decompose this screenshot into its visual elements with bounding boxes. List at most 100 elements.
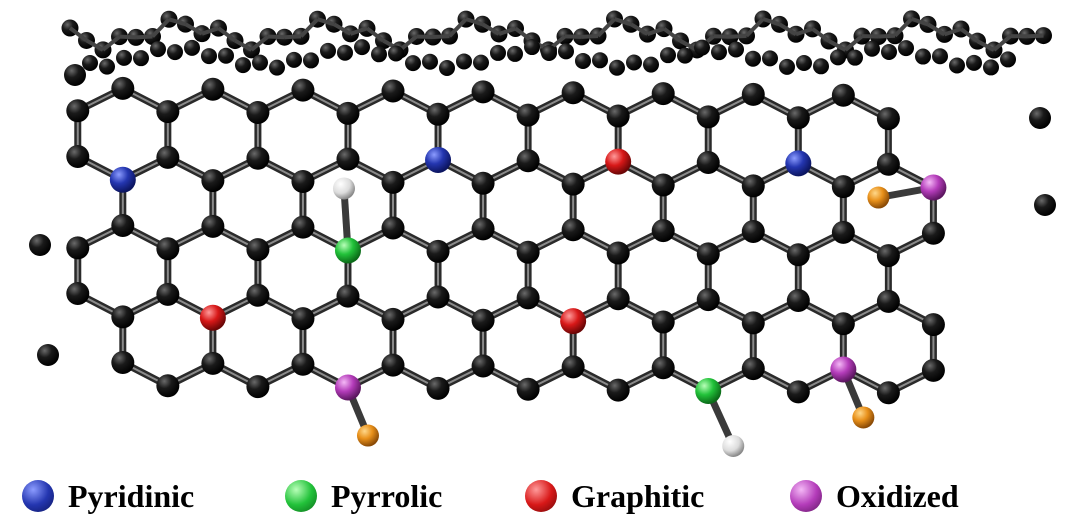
rear-carbon-atom bbox=[864, 40, 880, 57]
carbon-atom bbox=[516, 103, 540, 127]
carbon-atom bbox=[921, 358, 945, 382]
rear-carbon-atom bbox=[949, 57, 965, 74]
rear-carbon-atom bbox=[456, 53, 472, 70]
rear-bond bbox=[762, 17, 781, 27]
rear-carbon-atom bbox=[592, 52, 608, 69]
rear-bond bbox=[267, 34, 285, 40]
carbon-atom bbox=[426, 376, 450, 400]
carbon-atom bbox=[156, 100, 180, 124]
rear-carbon-atom bbox=[660, 47, 676, 64]
rear-carbon-atom bbox=[269, 59, 285, 76]
carbon-atom bbox=[741, 174, 765, 198]
carbon-atom bbox=[201, 77, 225, 101]
rear-bond bbox=[629, 22, 649, 36]
carbon-atom bbox=[111, 305, 135, 329]
rear-bond bbox=[135, 34, 153, 40]
carbon-atom bbox=[786, 380, 810, 404]
rear-carbon-atom bbox=[796, 54, 812, 71]
carbon-atom bbox=[291, 307, 315, 331]
rear-bond bbox=[217, 26, 237, 43]
rear-carbon-atom bbox=[779, 58, 795, 75]
carbon-atom bbox=[921, 221, 945, 245]
rear-bond bbox=[299, 17, 319, 38]
rear-carbon-atom bbox=[150, 41, 166, 58]
carbon-atom bbox=[516, 286, 540, 310]
hydrogen-atom bbox=[722, 435, 745, 458]
hydrogen-atom bbox=[332, 177, 355, 200]
graphitic-nitrogen-atom bbox=[560, 308, 587, 335]
rear-carbon-atom bbox=[490, 44, 506, 61]
carbon-atom bbox=[471, 217, 495, 241]
rear-carbon-atom bbox=[116, 49, 132, 66]
legend-item-pyrrolic: Pyrrolic bbox=[285, 478, 442, 514]
carbon-atom bbox=[786, 243, 810, 267]
rear-carbon-atom bbox=[388, 45, 404, 62]
graphitic-dot-icon bbox=[525, 480, 557, 512]
carbon-atom bbox=[291, 352, 315, 376]
pyrrolic-nitrogen-atom bbox=[334, 237, 361, 264]
rear-carbon-atom bbox=[286, 51, 302, 68]
pyridinic-nitrogen-atom bbox=[785, 150, 812, 177]
carbon-atom bbox=[426, 285, 450, 309]
graphitic-nitrogen-atom bbox=[199, 304, 226, 331]
rear-carbon-atom bbox=[371, 46, 387, 63]
edge-carbon-atom bbox=[64, 64, 86, 86]
rear-carbon-atom bbox=[541, 44, 557, 61]
rear-bond bbox=[201, 26, 220, 36]
rear-carbon-atom bbox=[218, 47, 234, 64]
carbon-atom bbox=[696, 288, 720, 312]
edge-carbon-atom bbox=[1034, 194, 1056, 216]
rear-bond bbox=[151, 17, 171, 38]
carbon-atom bbox=[741, 357, 765, 381]
oxygen-atom bbox=[356, 424, 379, 447]
rear-bond bbox=[514, 26, 534, 43]
carbon-atom bbox=[876, 152, 900, 176]
rear-carbon-atom bbox=[626, 54, 642, 71]
carbon-atom bbox=[741, 311, 765, 335]
rear-bond bbox=[745, 17, 765, 38]
rear-carbon-atom bbox=[966, 54, 982, 71]
carbon-atom bbox=[66, 282, 90, 306]
carbon-atom bbox=[651, 82, 675, 106]
carbon-atom bbox=[336, 147, 360, 171]
rear-bond bbox=[316, 17, 335, 27]
rear-carbon-atom bbox=[320, 42, 336, 59]
carbon-atom bbox=[831, 312, 855, 336]
rear-carbon-atom bbox=[745, 50, 761, 67]
carbon-atom bbox=[66, 236, 90, 260]
rear-carbon-atom bbox=[167, 44, 183, 61]
pyrrolic-nitrogen-atom bbox=[695, 378, 722, 405]
carbon-atom bbox=[741, 220, 765, 244]
rear-bond bbox=[481, 22, 501, 36]
carbon-atom bbox=[606, 104, 630, 128]
rear-bond bbox=[795, 26, 814, 37]
carbon-atom bbox=[111, 351, 135, 375]
oxygen-atom bbox=[867, 186, 890, 209]
rear-bond bbox=[646, 26, 665, 36]
rear-carbon-atom bbox=[915, 48, 931, 65]
carbon-atom bbox=[696, 105, 720, 129]
carbon-atom bbox=[561, 172, 585, 196]
rear-carbon-atom bbox=[847, 49, 863, 66]
rear-carbon-atom bbox=[82, 55, 98, 71]
carbon-atom bbox=[651, 310, 675, 334]
carbon-atom bbox=[651, 173, 675, 197]
edge-carbon-atom bbox=[37, 344, 59, 366]
carbon-atom bbox=[876, 244, 900, 268]
rear-carbon-atom bbox=[711, 44, 727, 61]
carbon-atom bbox=[516, 377, 540, 401]
carbon-atom bbox=[66, 99, 90, 123]
rear-bond bbox=[596, 17, 616, 38]
legend-label-pyrrolic: Pyrrolic bbox=[331, 478, 443, 514]
rear-carbon-atom bbox=[677, 47, 693, 64]
legend-item-graphitic: Graphitic bbox=[525, 478, 704, 514]
carbon-atom bbox=[201, 214, 225, 238]
legend-label-pyridinic: Pyridinic bbox=[68, 478, 195, 514]
rear-carbon-atom bbox=[439, 59, 455, 76]
carbon-atom bbox=[471, 171, 495, 195]
carbon-atom bbox=[246, 146, 270, 170]
carbon-atom bbox=[291, 78, 315, 102]
graphitic-nitrogen-atom bbox=[605, 148, 632, 175]
rear-carbon-atom bbox=[881, 44, 897, 61]
carbon-atom bbox=[786, 106, 810, 130]
